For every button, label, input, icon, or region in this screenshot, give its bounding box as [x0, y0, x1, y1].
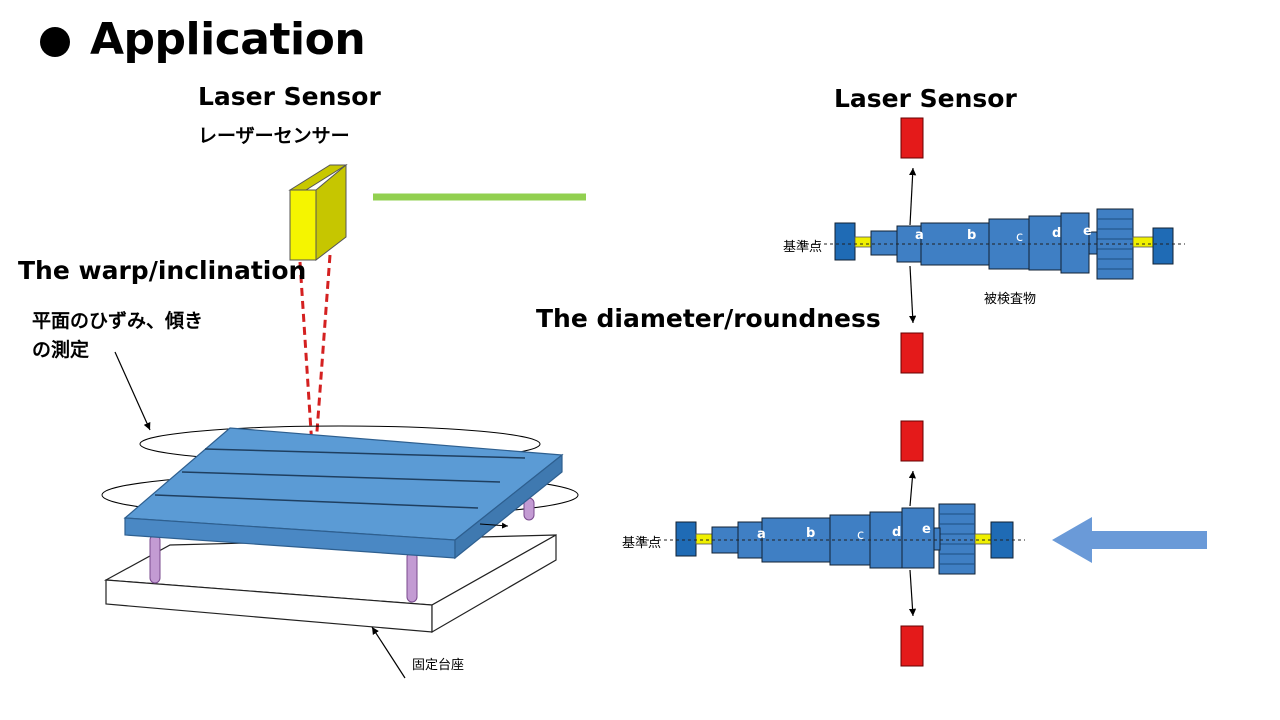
top-point-e: e: [1083, 224, 1092, 239]
top-point-a: a: [915, 228, 924, 243]
bottom-sensor-upper-icon: [900, 420, 924, 462]
bottom-sensor-lower-icon: [900, 625, 924, 667]
feed-direction-arrow-icon: [1052, 517, 1207, 563]
warp-label-jp-line1: 平面のひずみ、傾き: [32, 310, 204, 332]
bottom-measure-arrow-up: [908, 470, 916, 507]
base-label: 固定台座: [412, 658, 465, 673]
left-sensor-label-jp: レーザーセンサー: [198, 125, 350, 147]
left-laser-sensor-icon: [288, 163, 348, 262]
bottom-shaft: [640, 503, 1025, 575]
bottom-point-d: d: [892, 525, 902, 540]
bottom-point-c: c: [857, 528, 865, 543]
bottom-reference-label: 基準点: [622, 536, 662, 551]
top-sensor-upper-icon: [900, 117, 924, 159]
measure-label: The diameter/roundness: [536, 304, 881, 333]
laser-beam: [298, 254, 332, 463]
bottom-point-a: a: [757, 527, 766, 542]
top-point-b: b: [967, 228, 977, 243]
bottom-point-e: e: [922, 522, 931, 537]
top-measure-arrow-down: [909, 265, 917, 324]
top-point-d: d: [1052, 226, 1062, 241]
callout-arrow: [114, 351, 151, 431]
plate-arrow: [479, 522, 509, 529]
bottom-point-b: b: [806, 526, 816, 541]
top-shaft: [800, 208, 1185, 280]
title-bullet-icon: [40, 27, 70, 57]
warp-label-jp-line2: の測定: [32, 339, 90, 361]
left-sensor-label: Laser Sensor: [198, 82, 381, 111]
top-reference-label: 基準点: [783, 240, 823, 255]
bottom-measure-arrow-down: [908, 569, 917, 617]
top-measure-arrow-up: [909, 167, 917, 226]
base-callout-arrow: [371, 626, 406, 679]
top-sensor-lower-icon: [900, 332, 924, 374]
measured-plate: [123, 427, 564, 560]
warp-label: The warp/inclination: [18, 256, 307, 285]
right-sensor-label: Laser Sensor: [834, 84, 1017, 113]
object-label: 被検査物: [984, 292, 1037, 307]
top-point-c: c: [1016, 230, 1024, 245]
page-title: Application: [90, 14, 366, 65]
